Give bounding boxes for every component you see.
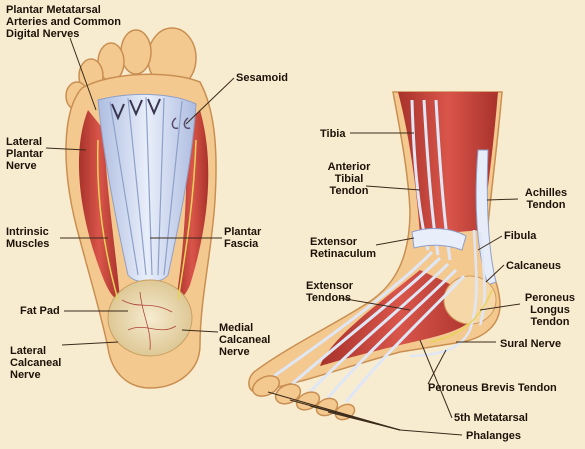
plantar-fascia-shape [97, 93, 197, 283]
label-extensor-retinaculum: Extensor Retinaculum [310, 236, 377, 260]
sesamoid-shape [171, 117, 191, 130]
label-calcaneus: Calcaneus [506, 260, 562, 272]
label-intrinsic-muscles: Intrinsic Muscles [6, 226, 50, 250]
label-sural-nerve: Sural Nerve [500, 338, 562, 350]
label-plantar-metatarsal: Plantar Metatarsal Arteries and Common D… [6, 4, 121, 40]
calcaneal-vessels [121, 291, 177, 351]
lateral-plantar-nerve-line [96, 139, 119, 301]
label-sesamoid: Sesamoid [236, 72, 288, 84]
label-fibula: Fibula [504, 230, 537, 242]
digital-arteries [111, 98, 161, 121]
label-achilles-tendon: Achilles Tendon [524, 187, 568, 211]
heel-fat-pad [107, 279, 193, 357]
leader-lines [45, 37, 521, 436]
label-tibia: Tibia [320, 128, 346, 140]
label-peroneus-brevis-tendon: Peroneus Brevis Tendon [428, 382, 557, 394]
label-extensor-tendons: Extensor Tendons [306, 280, 354, 304]
label-peroneus-longus-tendon: Peroneus Longus Tendon [524, 292, 576, 328]
label-fat-pad: Fat Pad [20, 305, 60, 317]
leg-muscles [398, 92, 498, 235]
peroneal-tendons [409, 229, 486, 358]
retinaculum-shape [411, 228, 467, 251]
lateral-foot [248, 91, 503, 421]
label-lateral-plantar-nerve: Lateral Plantar Nerve [6, 136, 44, 172]
lateral-toes [252, 375, 356, 421]
sural-nerve-line [429, 289, 493, 343]
plantar-foot [65, 27, 217, 389]
medial-plantar-nerve-line [177, 139, 197, 301]
label-anterior-tibial-tendon: Anterior Tibial Tendon [327, 161, 371, 197]
label-fifth-metatarsal: 5th Metatarsal [454, 412, 528, 424]
label-plantar-fascia: Plantar Fascia [224, 226, 262, 250]
label-phalanges: Phalanges [466, 430, 522, 442]
fascia-slips [109, 96, 183, 276]
label-medial-calcaneal-nerve: Medial Calcaneal Nerve [219, 322, 271, 358]
label-lateral-calcaneal-nerve: Lateral Calcaneal Nerve [10, 345, 62, 381]
extensor-tendon-lines [273, 250, 466, 403]
second-toe [120, 29, 152, 75]
